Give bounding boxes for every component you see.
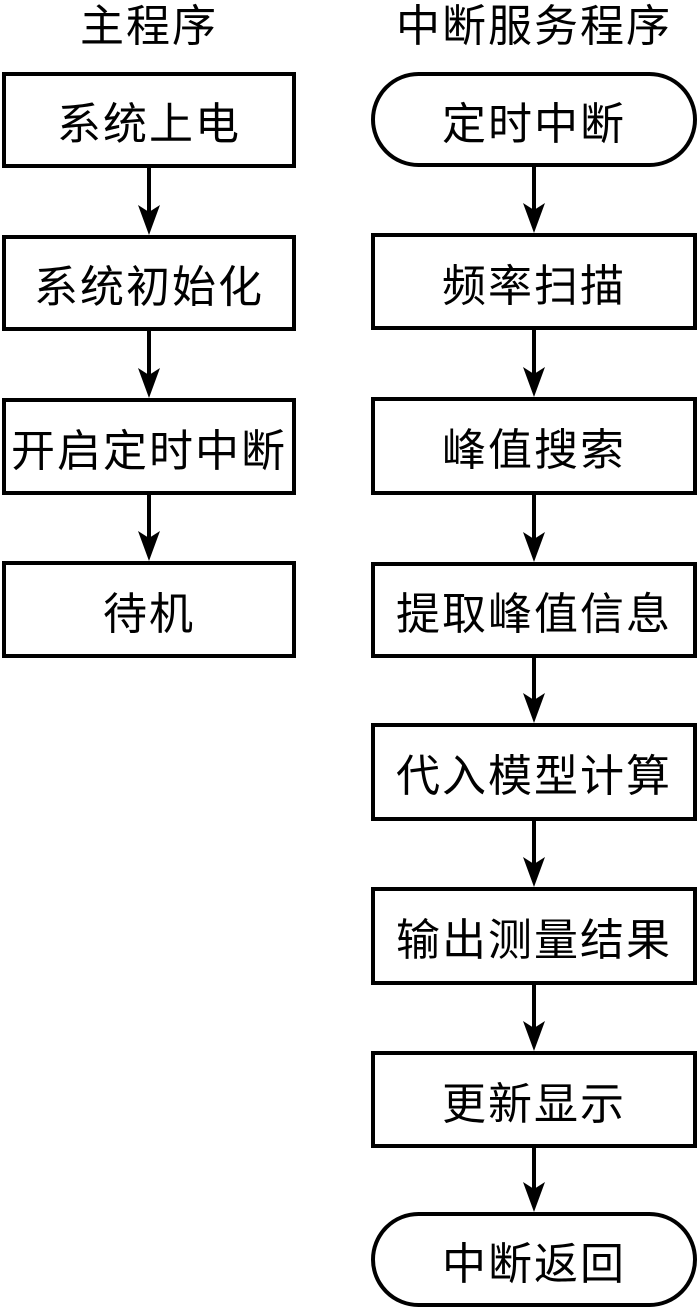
right-column-title: 中断服务程序 — [396, 2, 672, 51]
node-update-display: 更新显示 — [371, 1051, 697, 1148]
node-label: 定时中断 — [442, 99, 626, 149]
node-label: 待机 — [103, 589, 195, 639]
node-system-power-on: 系统上电 — [2, 72, 296, 168]
node-label: 峰值搜索 — [442, 426, 626, 475]
left-column-title: 主程序 — [80, 2, 218, 51]
node-label: 中断返回 — [442, 1239, 626, 1289]
node-timer-interrupt-start: 定时中断 — [371, 72, 697, 167]
node-model-calculation: 代入模型计算 — [371, 723, 697, 821]
flow-arrow-down-icon — [523, 819, 545, 887]
node-label: 系统初始化 — [34, 263, 264, 312]
node-output-measurement-results: 输出测量结果 — [371, 887, 697, 985]
flow-arrow-down-icon — [523, 494, 545, 562]
node-extract-peak-info: 提取峰值信息 — [371, 562, 697, 658]
flow-arrow-down-icon — [138, 167, 160, 235]
node-label: 频率扫描 — [442, 261, 626, 311]
flow-arrow-down-icon — [523, 165, 545, 233]
flow-arrow-down-icon — [138, 330, 160, 398]
node-label: 更新显示 — [442, 1079, 626, 1129]
node-label: 开启定时中断 — [11, 426, 287, 476]
flow-arrow-down-icon — [523, 329, 545, 397]
node-frequency-scan: 频率扫描 — [371, 233, 697, 330]
node-label: 系统上电 — [57, 100, 241, 149]
node-peak-search: 峰值搜索 — [371, 397, 697, 495]
node-label: 代入模型计算 — [396, 752, 672, 801]
node-label: 输出测量结果 — [396, 916, 672, 965]
node-label: 提取峰值信息 — [396, 590, 672, 639]
node-system-initialization: 系统初始化 — [2, 235, 296, 331]
flow-arrow-down-icon — [523, 983, 545, 1051]
flow-arrow-down-icon — [138, 493, 160, 561]
flow-arrow-down-icon — [523, 655, 545, 723]
node-enable-timer-interrupt: 开启定时中断 — [2, 398, 296, 495]
node-interrupt-return: 中断返回 — [371, 1212, 697, 1307]
flow-arrow-down-icon — [523, 1144, 545, 1212]
node-standby: 待机 — [2, 561, 296, 658]
